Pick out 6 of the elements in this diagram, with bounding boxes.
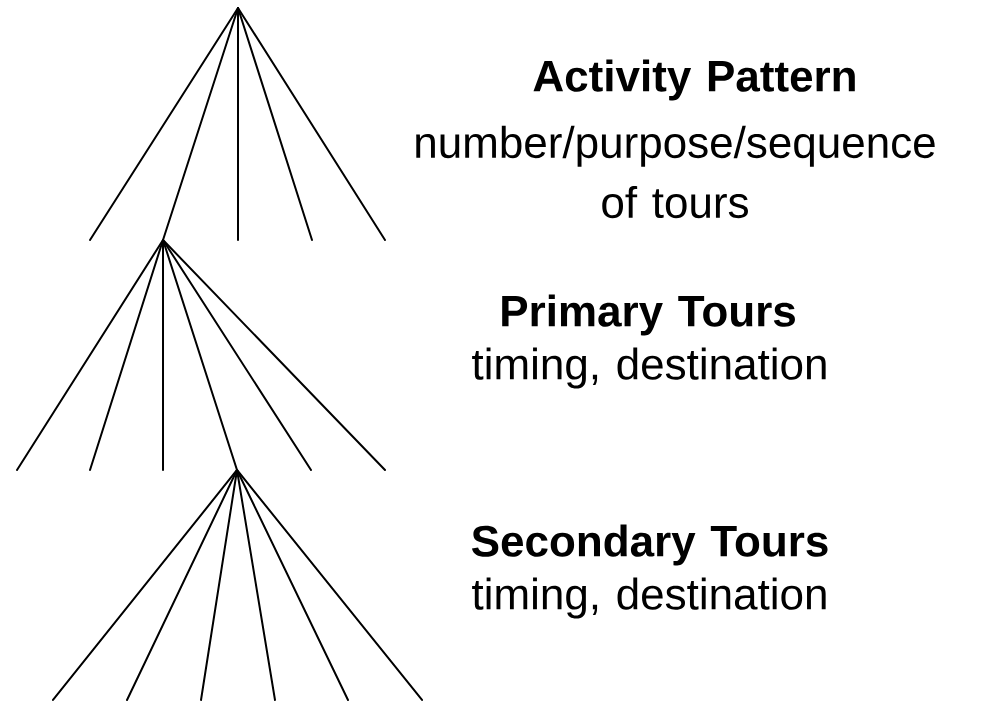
heading: Activity Pattern [533,59,855,101]
description: timing, destination [472,577,826,619]
description: number/purpose/sequence of tours [416,125,935,219]
description: timing, destination [472,347,826,389]
heading: Secondary Tours [471,524,828,566]
heading: Primary Tours [502,294,795,336]
